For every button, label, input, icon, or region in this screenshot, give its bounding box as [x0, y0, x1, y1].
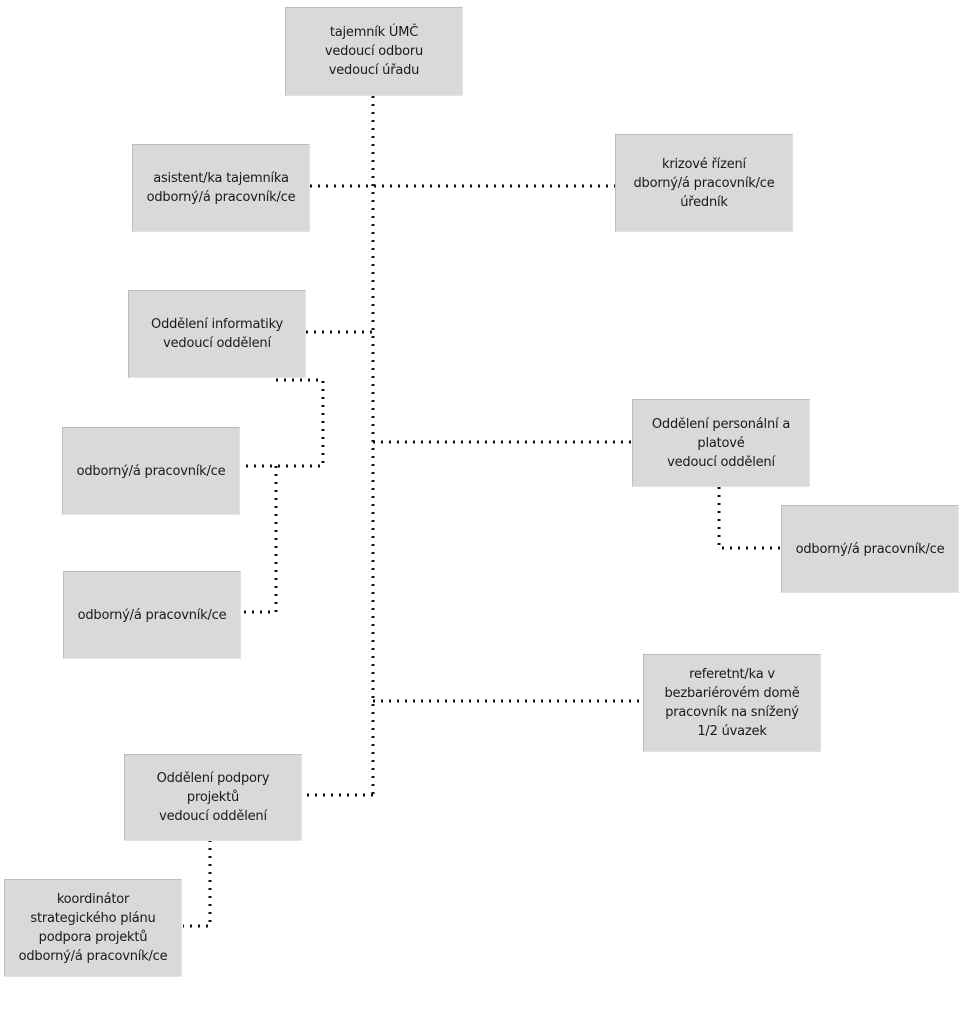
node-hr-dept: Oddělení personální a platové vedoucí od…	[632, 399, 810, 487]
node-projects-dept-line-3: vedoucí oddělení	[159, 809, 267, 824]
node-coordinator-line-2: strategického plánu	[30, 911, 156, 926]
node-coordinator-line-1: koordinátor	[56, 892, 130, 907]
node-barrier-free: referetnt/ka v bezbariérovém domě pracov…	[643, 654, 821, 752]
node-it-worker-1: odborný/á pracovník/ce	[62, 427, 240, 515]
node-crisis-line-2: dborný/á pracovník/ce	[633, 175, 775, 191]
connector-it-worker-2	[242, 466, 278, 614]
node-projects-dept-line-2: projektů	[186, 790, 240, 805]
node-assistant-line-1: asistent/ka tajemníka	[153, 171, 289, 186]
node-head-line-2: vedoucí odboru	[324, 44, 424, 59]
node-barrier-free-line-4: 1/2 úvazek	[697, 724, 767, 739]
node-it-worker-2-line-1: odborný/á pracovník/ce	[77, 607, 227, 623]
node-head: tajemník ÚMČ vedoucí odboru vedoucí úřad…	[285, 7, 463, 96]
node-crisis-line-1: krizové řízení	[662, 156, 746, 172]
node-projects-dept: Oddělení podpory projektů vedoucí odděle…	[124, 754, 302, 841]
node-hr-worker: odborný/á pracovník/ce	[781, 505, 959, 593]
node-head-line-1: tajemník ÚMČ	[329, 25, 419, 40]
node-hr-dept-line-3: vedoucí oddělení	[667, 454, 775, 470]
node-it-worker-1-line-1: odborný/á pracovník/ce	[76, 463, 226, 479]
connector-coordinator	[183, 840, 212, 928]
node-hr-dept-line-2: platové	[697, 435, 745, 451]
node-coordinator-line-3: podpora projektů	[38, 930, 148, 945]
node-barrier-free-line-2: bezbariérovém domě	[664, 686, 800, 701]
connector-it-worker-1	[242, 378, 325, 468]
node-it-dept-line-1: Oddělení informatiky	[151, 317, 283, 332]
node-head-line-3: vedoucí úřadu	[328, 63, 420, 78]
node-barrier-free-line-1: referetnt/ka v	[689, 667, 775, 682]
node-crisis-line-3: úředník	[680, 194, 728, 210]
node-hr-dept-line-1: Oddělení personální a	[651, 416, 791, 432]
node-coordinator-line-4: odborný/á pracovník/ce	[18, 949, 168, 964]
node-barrier-free-line-3: pracovník na snížený	[665, 705, 799, 720]
node-assistant-line-2: odborný/á pracovník/ce	[146, 190, 296, 205]
node-assistant: asistent/ka tajemníka odborný/á pracovní…	[132, 144, 310, 232]
node-it-dept-line-2: vedoucí oddělení	[163, 336, 271, 351]
connector-hr-worker	[717, 487, 781, 550]
node-projects-dept-line-1: Oddělení podpory	[156, 771, 270, 786]
node-hr-worker-line-1: odborný/á pracovník/ce	[795, 541, 945, 557]
node-it-worker-2: odborný/á pracovník/ce	[63, 571, 241, 659]
node-crisis: krizové řízení dborný/á pracovník/ce úře…	[615, 134, 793, 232]
node-it-dept: Oddělení informatiky vedoucí oddělení	[128, 290, 306, 378]
node-coordinator: koordinátor strategického plánu podpora …	[4, 879, 182, 977]
